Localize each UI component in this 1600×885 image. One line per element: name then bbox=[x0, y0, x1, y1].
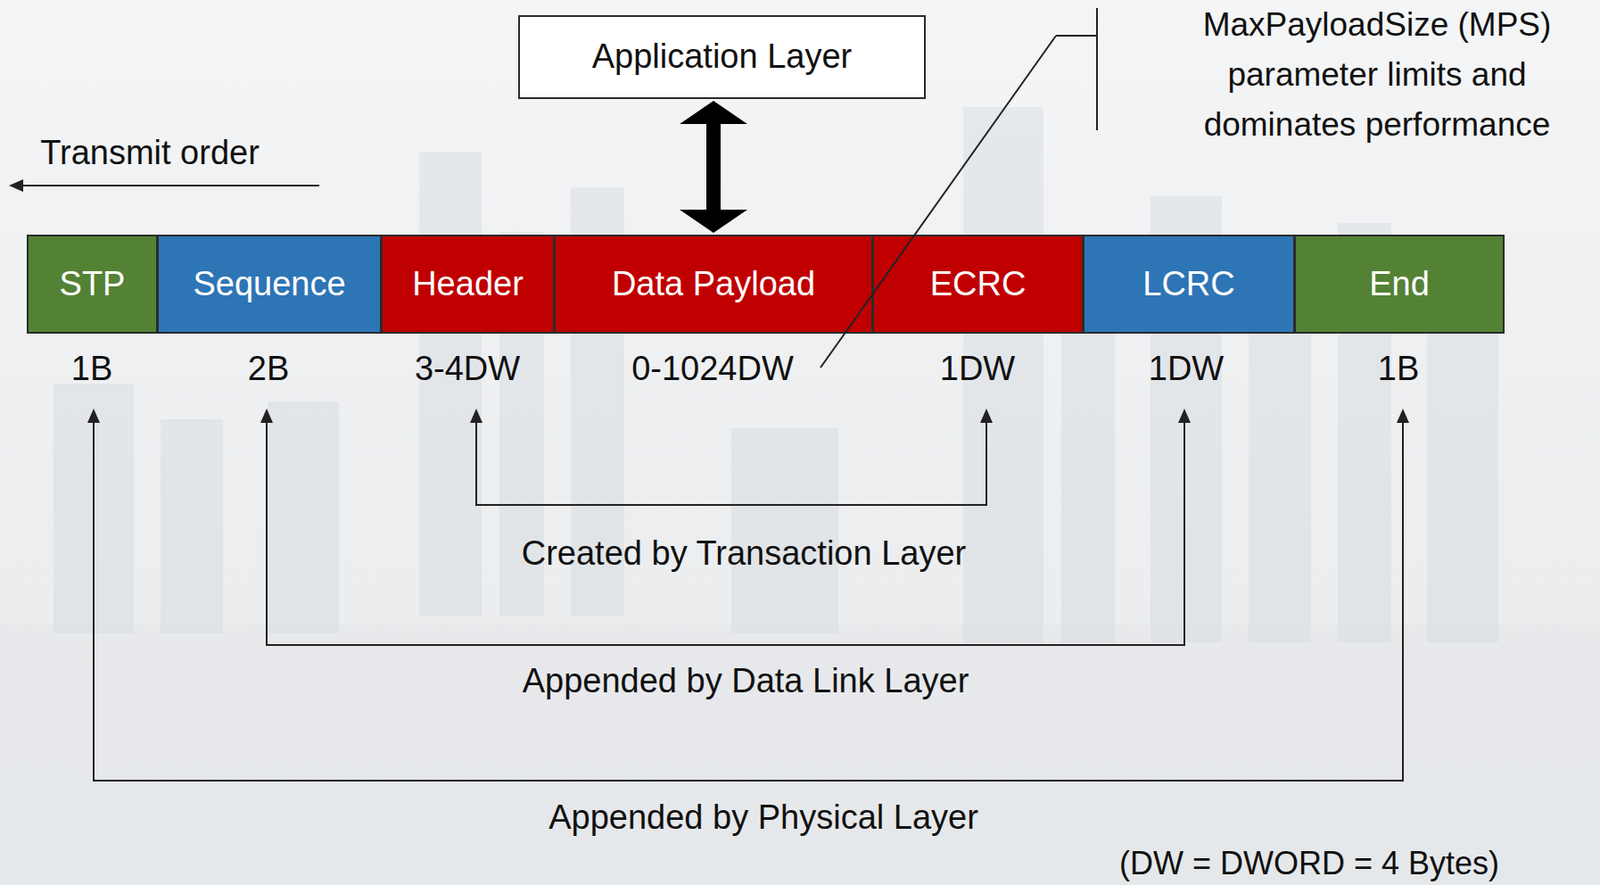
transaction-field: ECRC bbox=[872, 234, 1084, 334]
transaction-field: Header bbox=[380, 234, 555, 334]
size-label: 1DW bbox=[1148, 349, 1224, 389]
direction-label: Transmit order bbox=[40, 133, 260, 174]
size-label: 1DW bbox=[940, 349, 1015, 389]
physical-field: End bbox=[1294, 234, 1505, 334]
size-label: 0-1024DW bbox=[631, 349, 794, 389]
bracket-label: Created by Transaction Layer bbox=[521, 534, 967, 574]
link-field: LCRC bbox=[1082, 234, 1295, 334]
link-field: Sequence bbox=[156, 234, 382, 334]
size-label: 1B bbox=[71, 349, 113, 389]
field-name: LCRC bbox=[1142, 264, 1235, 305]
unit-note: (DW = DWORD = 4 Bytes) bbox=[1119, 844, 1500, 882]
bracket-label: Appended by Data Link Layer bbox=[522, 661, 970, 702]
transmit-arrow bbox=[21, 184, 320, 187]
physical-bracket bbox=[93, 420, 1403, 781]
double-arrow bbox=[679, 100, 748, 233]
transaction-field: Data Payload bbox=[553, 234, 874, 334]
field-name: Application Layer bbox=[592, 37, 853, 77]
skyline bbox=[53, 107, 1499, 643]
bracket-label: Appended by Physical Layer bbox=[548, 798, 979, 838]
transaction-bracket bbox=[476, 420, 987, 505]
transmit-arrowhead bbox=[8, 179, 24, 192]
size-label: 2B bbox=[247, 349, 289, 389]
size-label: 1B bbox=[1377, 349, 1419, 389]
field-name: Header bbox=[412, 264, 524, 305]
size-label: 3-4DW bbox=[414, 349, 520, 389]
bracket-arrowheads bbox=[87, 408, 1410, 423]
callout-note: MaxPayloadSize (MPS) parameter limits an… bbox=[1167, 0, 1587, 150]
field-name: STP bbox=[59, 264, 126, 305]
field-name: Data Payload bbox=[611, 264, 816, 305]
physical-field: STP bbox=[26, 234, 158, 334]
layer-box: Application Layer bbox=[518, 15, 926, 99]
field-name: End bbox=[1369, 264, 1430, 305]
data-link-bracket bbox=[266, 420, 1185, 645]
field-name: Sequence bbox=[192, 264, 346, 305]
field-name: ECRC bbox=[930, 264, 1027, 305]
